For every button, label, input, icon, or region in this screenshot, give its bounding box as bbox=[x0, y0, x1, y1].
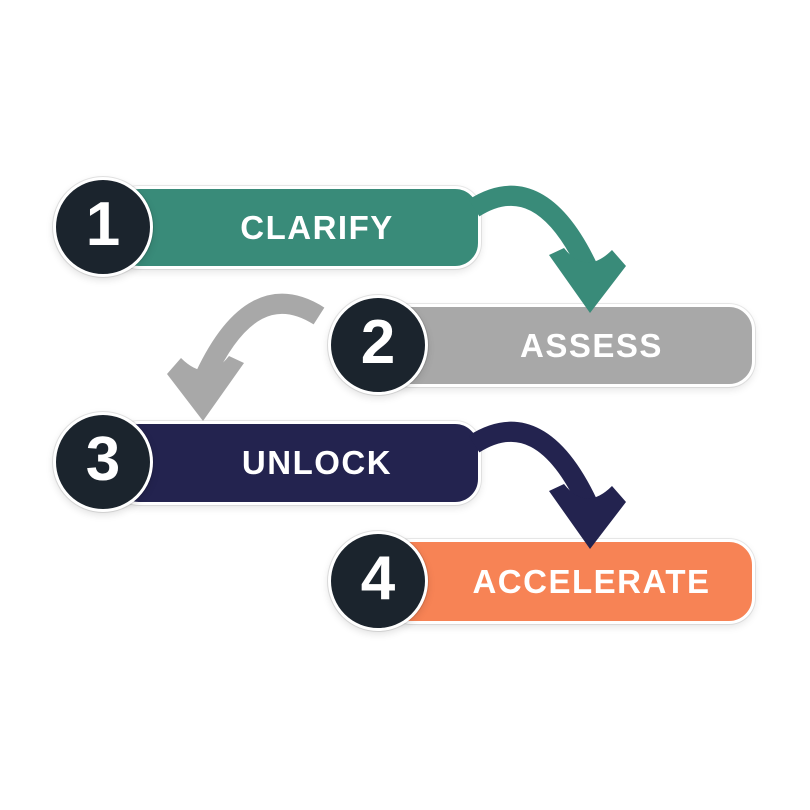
step-bar-assess: ASSESS bbox=[385, 304, 755, 387]
arrow-unlock-to-accelerate-icon bbox=[468, 421, 626, 549]
step-number-circle-1: 1 bbox=[53, 177, 153, 277]
arrow-clarify-to-assess-icon bbox=[468, 185, 626, 313]
step-number-3: 3 bbox=[85, 425, 121, 494]
step-number-circle-3: 3 bbox=[53, 412, 153, 512]
arrow-assess-to-unlock-icon bbox=[167, 293, 325, 421]
step-label-clarify: CLARIFY bbox=[240, 208, 394, 246]
step-label-unlock: UNLOCK bbox=[241, 444, 393, 481]
step-label-accelerate: ACCELERATE bbox=[472, 562, 711, 600]
step-number-circle-2: 2 bbox=[328, 295, 428, 395]
step-bar-accelerate: ACCELERATE bbox=[385, 539, 755, 624]
step-number-4: 4 bbox=[360, 544, 396, 613]
step-number-circle-4: 4 bbox=[328, 531, 428, 631]
step-bar-clarify: CLARIFY bbox=[113, 186, 481, 269]
step-number-1: 1 bbox=[85, 190, 121, 259]
step-number-2: 2 bbox=[360, 308, 396, 377]
step-bar-unlock: UNLOCK bbox=[113, 421, 481, 505]
step-label-assess: ASSESS bbox=[520, 326, 663, 364]
